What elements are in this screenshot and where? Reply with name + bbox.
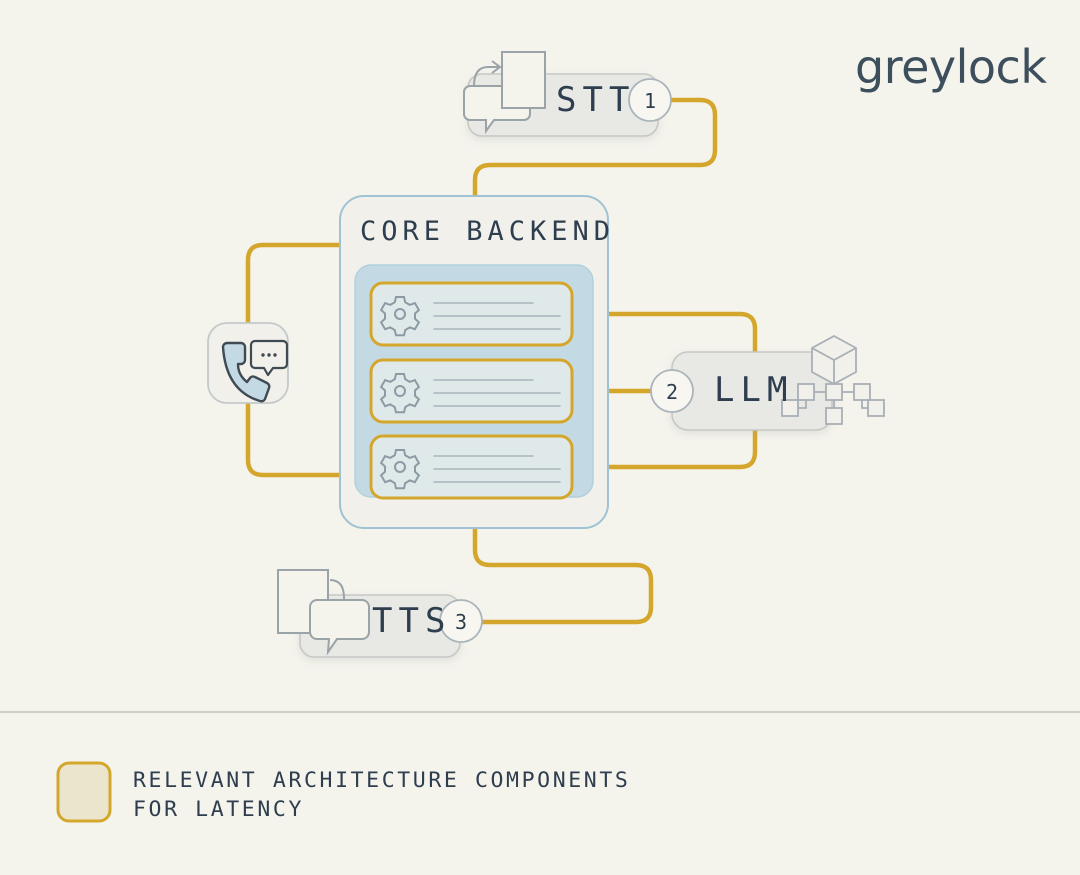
phone-chat-icon — [221, 339, 289, 403]
text-to-speech-icon — [277, 569, 370, 656]
connector-core-to-tts — [472, 525, 654, 625]
legend-swatch — [56, 761, 112, 823]
gear-icon — [379, 296, 421, 337]
stt-node[interactable] — [463, 51, 672, 137]
badge-2[interactable] — [650, 369, 694, 413]
llm-node[interactable] — [650, 334, 885, 431]
connector-group — [245, 97, 758, 625]
badge-1[interactable] — [628, 78, 672, 122]
connector-row1-to-llm — [569, 311, 758, 355]
greylock-logo: greylock — [855, 40, 1047, 94]
row-text-lines — [433, 302, 561, 483]
gear-icons — [379, 296, 421, 490]
gear-icon — [379, 449, 421, 490]
legend-caption: RELEVANT ARCHITECTURE COMPONENTS FOR LAT… — [133, 768, 631, 822]
connector-row3-to-llm — [569, 427, 758, 470]
speech-to-text-icon — [463, 51, 546, 135]
gear-icon — [379, 373, 421, 414]
badge-3[interactable] — [439, 599, 483, 643]
phone-node[interactable] — [207, 322, 289, 404]
tts-node[interactable] — [277, 569, 483, 658]
model-graph-icon — [781, 334, 885, 425]
connector-stt-to-core — [472, 97, 718, 199]
core-backend-node[interactable] — [339, 195, 609, 529]
